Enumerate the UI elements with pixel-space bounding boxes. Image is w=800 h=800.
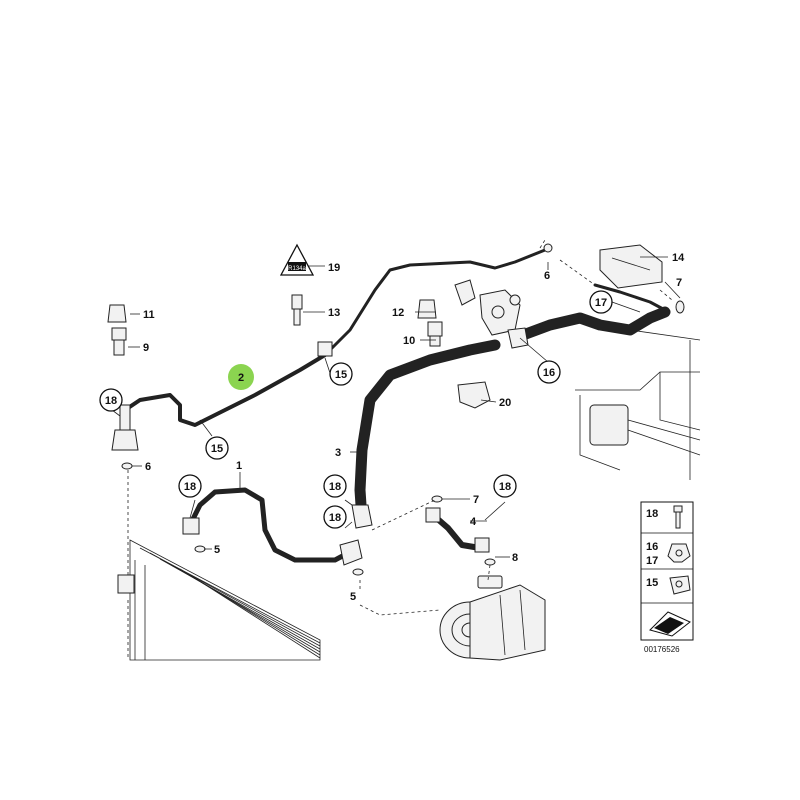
hose-16[interactable]: [509, 283, 671, 344]
hose-2-end-fitting: [119, 404, 131, 431]
svg-text:15: 15: [335, 369, 347, 381]
svg-text:18: 18: [329, 512, 341, 524]
hose-4[interactable]: [425, 507, 490, 553]
callout-13: 13: [328, 307, 340, 319]
callout-5b: 5: [350, 591, 356, 603]
hose-3-end-fitting: [351, 504, 373, 529]
callout-14: 14: [672, 252, 685, 264]
svg-text:18: 18: [184, 481, 196, 493]
compressor: [439, 575, 546, 661]
callout-15b: 15: [329, 362, 353, 386]
bolt-icon: [673, 505, 683, 529]
legend-16: 16: [646, 541, 658, 553]
callout-9: 9: [143, 342, 149, 354]
callout-18e: 18: [493, 474, 517, 498]
callout-5a: 5: [214, 544, 220, 556]
callout-6a: 6: [145, 461, 151, 473]
hose-1[interactable]: [182, 487, 363, 566]
clamp-20[interactable]: [457, 381, 491, 409]
callout-3: 3: [335, 447, 341, 459]
callout-7a: 7: [676, 277, 682, 289]
o-ring-7a: [675, 300, 685, 314]
callout-labels: 11 9 19 13 12 10 14 7 6 20 3 1 7 4 8 5 5…: [143, 252, 685, 603]
callout-15a: 15: [205, 436, 229, 460]
callout-17: 17: [589, 290, 613, 314]
fastener-legend: 18 16 17 15 00176526: [640, 501, 694, 654]
cap-12[interactable]: [417, 299, 437, 319]
valve-10[interactable]: [427, 321, 443, 347]
callout-1: 1: [236, 460, 242, 472]
callout-19: 19: [328, 262, 340, 274]
svg-text:16: 16: [543, 367, 555, 379]
callout-18c: 18: [323, 474, 347, 498]
nut-icon: [667, 543, 691, 563]
clip-icon: [669, 575, 691, 595]
svg-text:15: 15: [211, 443, 223, 455]
o-ring-5b: [352, 568, 364, 576]
callout-6b: 6: [544, 270, 550, 282]
callout-16: 16: [537, 360, 561, 384]
callout-18d: 18: [323, 505, 347, 529]
hose-1-end-fitting-b: [339, 539, 363, 566]
legend-18: 18: [646, 508, 658, 520]
hose-3[interactable]: [351, 339, 501, 529]
callout-11: 11: [143, 309, 155, 321]
legend-15: 15: [646, 577, 658, 589]
sensor-icon-label: R134a: [288, 266, 306, 272]
hose-1-end-fitting-a: [182, 517, 200, 535]
o-ring-8: [484, 558, 496, 566]
background-engine-outline: [559, 319, 701, 480]
callout-20: 20: [499, 397, 511, 409]
hose-2[interactable]: [111, 243, 553, 451]
valve-9[interactable]: [111, 327, 127, 356]
cap-11[interactable]: [107, 304, 127, 323]
hose-2-mid-fitting: [317, 341, 333, 357]
o-ring-6a: [121, 462, 133, 470]
callout-18b: 18: [178, 474, 202, 498]
svg-text:18: 18: [499, 481, 511, 493]
callout-18a: 18: [99, 388, 123, 412]
svg-text:18: 18: [329, 481, 341, 493]
callout-8: 8: [512, 552, 518, 564]
callout-2-highlighted[interactable]: 2: [228, 364, 254, 390]
svg-text:17: 17: [595, 297, 607, 309]
block-fitting: [454, 279, 529, 349]
callout-4: 4: [470, 516, 477, 528]
expansion-valve[interactable]: [599, 244, 663, 289]
condenser-fitting: [117, 574, 135, 594]
pressure-sensor[interactable]: [291, 294, 303, 326]
refrigerant-warning-icon: R134a: [279, 243, 315, 276]
legend-17: 17: [646, 555, 658, 567]
callout-7b: 7: [473, 494, 479, 506]
connector-block: [589, 404, 629, 446]
condenser: [117, 539, 321, 661]
callout-12: 12: [392, 307, 404, 319]
o-rings: [121, 300, 685, 576]
svg-text:18: 18: [105, 395, 117, 407]
callout-2-label: 2: [238, 372, 244, 384]
leader-lines: [111, 256, 681, 558]
o-ring-5a: [194, 545, 206, 553]
dashed-guides: [127, 239, 673, 660]
drawing-code: 00176526: [644, 645, 680, 654]
circled-callouts: 18 15 15 17 16 18 18 18: [99, 290, 613, 529]
callout-10: 10: [403, 335, 415, 347]
arrow-icon: [649, 611, 691, 637]
